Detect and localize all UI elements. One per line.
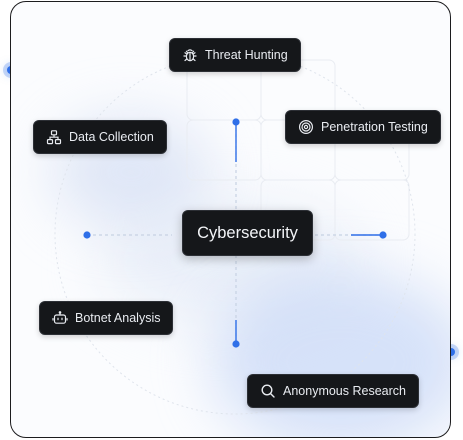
node-label: Anonymous Research [283,384,406,398]
background-glow [211,272,450,437]
search-icon [261,384,275,398]
bug-icon [183,49,197,62]
connector-dot-right [379,231,387,239]
connector-layer [54,53,416,415]
frame-edge-dot-right [447,348,455,356]
bot-icon [52,311,68,324]
node-penetration-testing[interactable]: Penetration Testing [285,110,441,144]
connector-dot-top [232,118,240,126]
node-anonymous-research[interactable]: Anonymous Research [247,374,419,408]
connector-dot-left [83,231,91,239]
node-label: Threat Hunting [205,48,288,62]
orbit-circle [54,53,416,415]
background-grid [186,59,410,241]
target-icon [298,119,314,135]
connector-dots [83,118,387,348]
node-data-collection[interactable]: Data Collection [33,120,167,154]
connector-dot-bottom [232,340,240,348]
node-label: Data Collection [69,130,154,144]
node-label: Botnet Analysis [75,311,161,325]
network-icon [46,130,62,145]
node-botnet-analysis[interactable]: Botnet Analysis [39,301,174,335]
center-node[interactable]: Cybersecurity [182,210,313,256]
center-node-label: Cybersecurity [197,223,298,242]
accent-connectors [235,122,383,344]
node-threat-hunting[interactable]: Threat Hunting [169,38,301,72]
node-label: Penetration Testing [321,120,428,134]
diagram-card: Cybersecurity Threat Hunting Data Collec… [10,1,451,438]
